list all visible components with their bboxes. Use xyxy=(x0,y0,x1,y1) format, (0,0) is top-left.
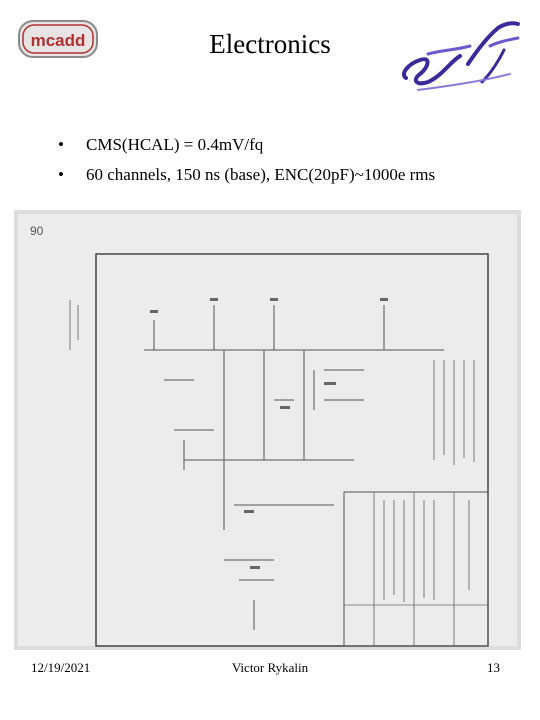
bullet-item: • 60 channels, 150 ns (base), ENC(20pF)~… xyxy=(58,160,435,190)
bullet-text: 60 channels, 150 ns (base), ENC(20pF)~10… xyxy=(86,165,436,184)
logo-text: mcadd xyxy=(31,31,86,50)
scribble-logo-icon xyxy=(402,21,520,91)
bullet-item: • CMS(HCAL) = 0.4mV/fq xyxy=(58,130,435,160)
footer-author: Victor Rykalin xyxy=(231,660,309,675)
bullet-text: CMS(HCAL) = 0.4mV/fq xyxy=(86,135,264,154)
schematic-corner-number: 90 xyxy=(30,224,44,238)
bullet-list: • CMS(HCAL) = 0.4mV/fq • 60 channels, 15… xyxy=(58,130,435,190)
circuit-schematic-image: 90 xyxy=(14,210,521,650)
bullet-marker: • xyxy=(58,135,64,154)
footer-page-number: 13 xyxy=(487,660,500,675)
mcadd-logo-icon: mcadd xyxy=(18,20,98,58)
bullet-marker: • xyxy=(58,165,64,184)
footer-date: 12/19/2021 xyxy=(31,660,91,675)
slide-title: Electronics xyxy=(209,29,331,59)
